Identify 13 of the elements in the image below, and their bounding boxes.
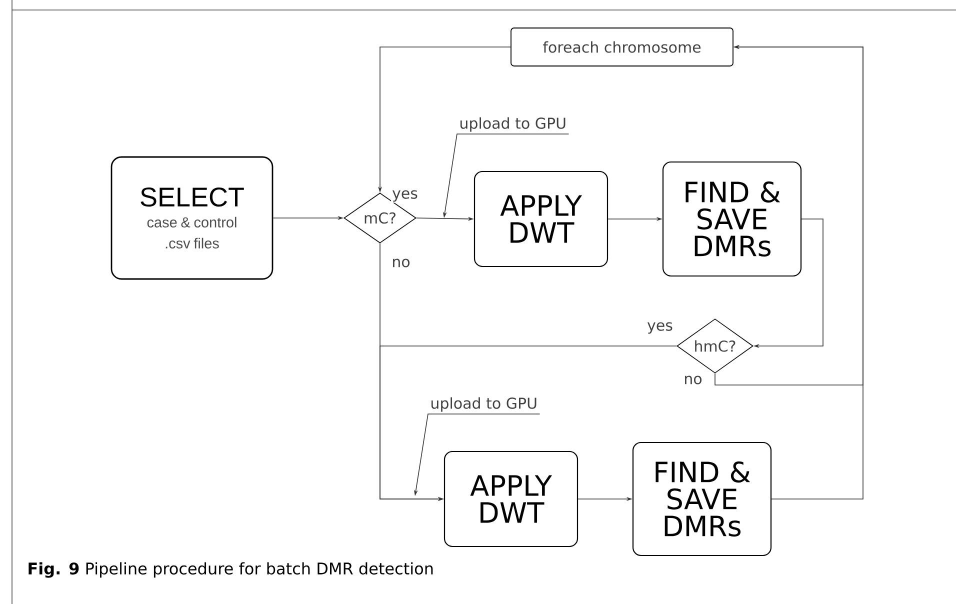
process-box: SELECT case & control .csv files (110, 156, 274, 280)
edge-label: no (390, 258, 412, 268)
process-box: APPLY DWT (444, 450, 578, 548)
process-box: FIND & SAVE DMRs (662, 161, 802, 277)
edge-label: yes (391, 189, 419, 203)
process-box: FIND & SAVE DMRs (632, 442, 772, 556)
annotation-text: upload to GPU (460, 117, 566, 132)
edge-label: yes (646, 321, 674, 335)
loop-box: foreach chromosome (510, 28, 734, 66)
edge-label: no (682, 374, 704, 386)
figure-caption: Fig. 9 Pipeline procedure for batch DMR detection (28, 562, 433, 578)
process-box: APPLY DWT (474, 170, 608, 268)
annotation-text: upload to GPU (431, 397, 536, 412)
